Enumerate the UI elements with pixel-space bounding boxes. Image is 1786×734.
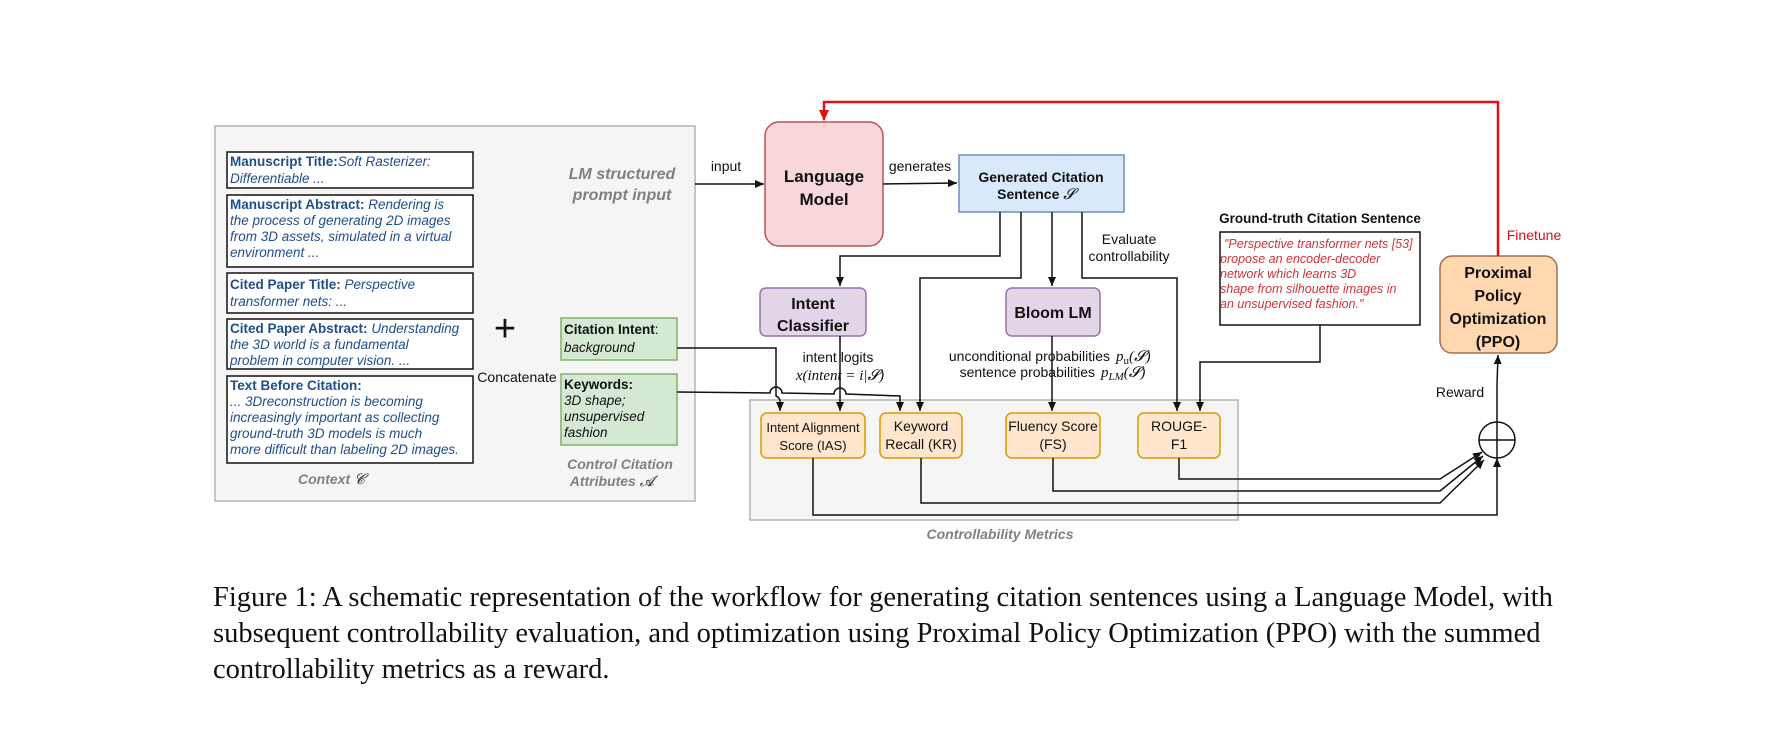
svg-text:Intent Alignment: Intent Alignment [766,420,860,435]
svg-text:Keyword: Keyword [894,418,948,434]
generates-label: generates [889,158,951,174]
svg-text:(PPO): (PPO) [1476,334,1520,351]
citation-intent-box: Citation Intent: background [560,317,678,361]
concatenate-label: Concatenate [477,369,557,385]
svg-text:problem in computer vision.: problem in computer vision. ... [229,353,410,368]
svg-text:environment ...: environment ... [230,245,319,260]
control-caption: Control Citation [567,456,673,472]
bloom-lm-node: Bloom LM [1005,287,1101,337]
context-box-cited-abstract: Cited Paper Abstract: Understanding the … [226,318,474,370]
svg-text:fashion: fashion [564,425,608,440]
metric-fs-box: Fluency Score (FS) [1005,412,1101,459]
svg-text:"Perspective transformer nets: "Perspective transformer nets [53] [1224,237,1413,251]
svg-text:network which learns 3D: network which learns 3D [1220,267,1356,281]
context-label: Manuscript Title [230,154,334,169]
workflow-diagram: Manuscript Title:Soft Rasterizer: Differ… [214,100,1562,542]
context-value: Differentiable ... [230,171,325,186]
input-label: input [711,158,741,174]
svg-text:increasingly important as coll: increasingly important as collecting [230,410,440,425]
svg-text:Generated Citation: Generated Citation [978,169,1103,185]
sum-node [1478,421,1516,459]
intent-classifier-node: Intent Classifier [759,287,867,337]
lm-prompt-label: prompt input [572,187,672,204]
sentence-prob-math: pLM(𝓢) [1100,365,1145,383]
context-box-cited-title: Cited Paper Title: Perspective transform… [226,272,474,314]
svg-text:Cited Paper Abstract: Understa: Cited Paper Abstract: Understanding [230,321,460,336]
svg-text:Text Before Citation:: Text Before Citation: [230,378,362,393]
evaluate-label: Evaluate [1102,231,1157,247]
svg-text:Language: Language [784,167,864,186]
language-model-node: Language Model [764,121,884,247]
svg-text:transformer nets: ...: transformer nets: ... [230,294,347,309]
finetune-label: Finetune [1507,227,1562,243]
svg-text:Sentence 𝓢: Sentence 𝓢 [997,186,1079,203]
finetune-arrow [819,100,1500,256]
unconditional-prob-math: pu(𝓢) [1115,349,1151,367]
svg-text:F1: F1 [1171,436,1188,452]
svg-text:ground-truth 3D models is much: ground-truth 3D models is much [230,426,422,441]
unconditional-prob-label: unconditional probabilities [949,348,1110,364]
reward-label: Reward [1436,384,1484,400]
svg-text:Policy: Policy [1474,288,1521,305]
svg-text:Intent: Intent [791,296,835,313]
svg-text:background: background [564,340,635,355]
ground-truth-box: "Perspective transformer nets [53] propo… [1219,231,1421,326]
metrics-caption: Controllability Metrics [926,526,1073,542]
intent-logits-label: intent logits [803,349,874,365]
generated-sentence-node: Generated Citation Sentence 𝓢 [958,154,1125,213]
svg-text:Manuscript Title:Soft Rasteriz: Manuscript Title:Soft Rasterizer: [230,154,431,169]
svg-text:from 3D assets, simulated in: from 3D assets, simulated in a virtual [230,229,452,244]
control-caption: Attributes 𝓐 [569,473,659,490]
sentence-prob-label: sentence probabilities [960,364,1095,380]
svg-text:an unsupervised fashion.": an unsupervised fashion." [1220,297,1364,311]
metric-ias-box: Intent Alignment Score (IAS) [760,412,866,459]
context-box-manuscript-abstract: Manuscript Abstract: Rendering is the pr… [226,194,474,268]
lm-prompt-label: LM structured [569,166,677,183]
svg-text:unsupervised: unsupervised [564,409,645,424]
svg-text:Score (IAS): Score (IAS) [779,438,846,453]
svg-text:Classifier: Classifier [777,318,849,335]
evaluate-label: controllability [1089,248,1170,264]
svg-text:... 3Dreconstruction is becom: ... 3Dreconstruction is becoming [230,394,423,409]
svg-text:Cited Paper Title: Perspective: Cited Paper Title: Perspective [230,277,415,292]
svg-text:Citation Intent:: Citation Intent: [564,322,659,337]
svg-text:Optimization: Optimization [1450,311,1547,328]
context-caption: Context 𝓒 [298,471,369,488]
svg-text:Model: Model [799,190,848,209]
svg-text:3D shape;: 3D shape; [564,393,626,408]
svg-text:(FS): (FS) [1039,436,1066,452]
context-value: Soft Rasterizer: [338,154,431,169]
svg-text:ROUGE-: ROUGE- [1151,418,1207,434]
svg-text:the 3D world is a fundamenta: the 3D world is a fundamental [230,337,410,352]
svg-text:Recall (KR): Recall (KR) [885,436,957,452]
context-box-text-before-citation: Text Before Citation: ... 3Dreconstructi… [226,375,474,464]
svg-text:Fluency Score: Fluency Score [1008,418,1098,434]
svg-text:the process of generating 2D: the process of generating 2D images [230,213,451,228]
svg-text:Manuscript Abstract: Rendering: Manuscript Abstract: Rendering is [230,197,444,212]
metric-kr-box: Keyword Recall (KR) [879,412,963,459]
svg-text:Proximal: Proximal [1464,265,1532,282]
figure-caption: Figure 1: A schematic representation of … [213,582,1553,685]
keywords-box: Keywords: 3D shape; unsupervised fashion [560,373,678,446]
ground-truth-title: Ground-truth Citation Sentence [1219,211,1421,226]
plus-symbol: + [494,308,516,350]
ppo-node: Proximal Policy Optimization (PPO) [1439,255,1558,354]
svg-text:propose an encoder-decoder: propose an encoder-decoder [1219,252,1381,266]
metric-rouge-box: ROUGE- F1 [1137,412,1221,459]
svg-text:Keywords:: Keywords: [564,377,633,392]
svg-text:more difficult than labeling 2: more difficult than labeling 2D images. [230,442,459,457]
svg-text:shape from silhouette images i: shape from silhouette images in [1220,282,1397,296]
svg-text:Bloom LM: Bloom LM [1014,305,1091,322]
context-box-manuscript-title: Manuscript Title:Soft Rasterizer: Differ… [226,151,474,189]
